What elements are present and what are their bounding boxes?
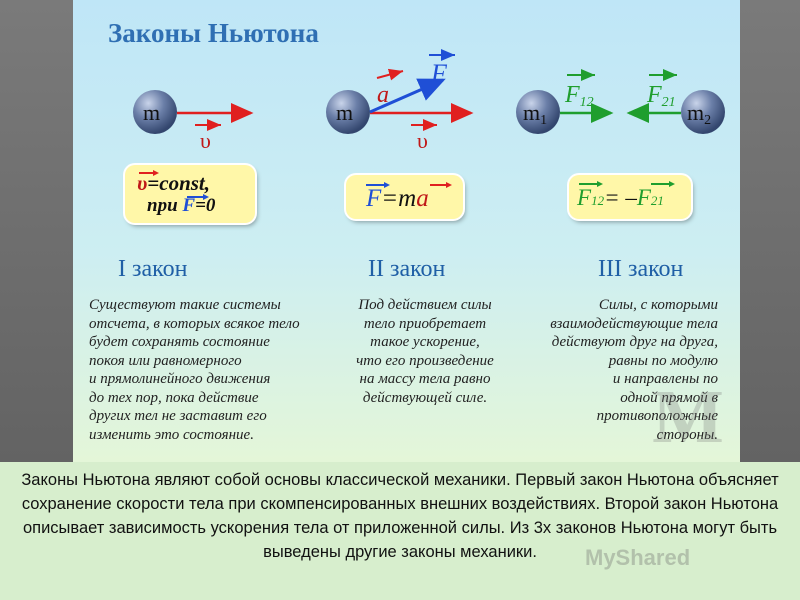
slide: Законы Ньютона — [73, 0, 740, 462]
site-watermark: MyShared — [585, 545, 691, 570]
laws-diagram: m υ m a F υ m1 m2 F12 F21 — [133, 49, 725, 153]
formula3-f21: F — [636, 185, 651, 210]
formula2-mid: =m — [381, 185, 417, 212]
velocity-label-2: υ — [417, 128, 428, 153]
formula1-velocity: υ — [137, 171, 148, 195]
force-arrow — [369, 78, 446, 114]
mass-ball-2 — [326, 90, 370, 134]
m2-label: m2 — [687, 100, 711, 128]
slide-title: Законы Ньютона — [108, 18, 319, 48]
accel-vector-mark — [376, 68, 404, 81]
third-law-formula: F12= –F21 — [569, 175, 691, 219]
mass-ball-m2 — [681, 90, 725, 134]
formula1-const: =const, — [147, 171, 211, 195]
law-2-title: II закон — [368, 256, 446, 282]
law-3-title: III закон — [598, 256, 684, 282]
f12-label: F12 — [564, 82, 594, 110]
m1-label: m1 — [523, 100, 547, 128]
publisher-logo-watermark: M — [652, 375, 724, 459]
formula3-sub2: 21 — [650, 193, 664, 208]
mass-ball-m1 — [516, 90, 560, 134]
accel-label: a — [377, 82, 389, 108]
formula1-zero: =0 — [195, 195, 216, 216]
mass-label: m — [143, 100, 160, 125]
force-label: F — [430, 59, 448, 88]
formula3-sub1: 12 — [591, 193, 605, 208]
formula3-f12: F — [577, 185, 592, 210]
formula2-accel: a — [416, 185, 429, 212]
formula1-force: F — [182, 195, 196, 216]
formula1-when: при — [147, 195, 183, 216]
second-law-formula: F=ma — [346, 175, 463, 219]
f21-label: F21 — [646, 82, 676, 110]
law-1-title: I закон — [118, 256, 188, 282]
formula2-force: F — [366, 185, 382, 212]
mass-ball — [133, 90, 177, 134]
velocity-label: υ — [200, 128, 211, 153]
first-law-formula: υ=const, при F=0 — [125, 165, 255, 223]
caption-text: Законы Ньютона являют собой основы класс… — [21, 471, 779, 561]
caption-panel: Законы Ньютона являют собой основы класс… — [0, 462, 800, 600]
formula3-mid: = – — [604, 185, 637, 210]
mass-label-2: m — [336, 100, 353, 125]
